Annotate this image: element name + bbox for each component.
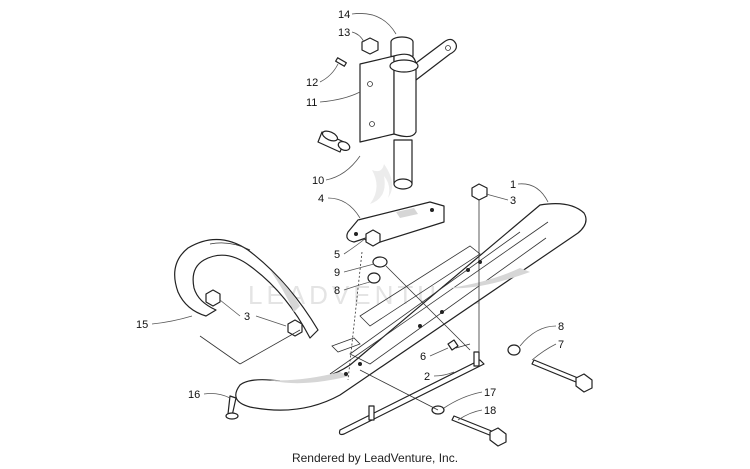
callout-label: 4 bbox=[318, 193, 324, 205]
footer-credit: Rendered by LeadVenture, Inc. bbox=[291, 451, 459, 465]
callout-label: 8 bbox=[334, 285, 340, 297]
callout-label: 15 bbox=[136, 319, 148, 331]
callout-label: 9 bbox=[334, 267, 340, 279]
callout-label: 6 bbox=[420, 351, 426, 363]
callout-label: 7 bbox=[558, 339, 564, 351]
wear-bar bbox=[338, 351, 485, 436]
callout-label: 13 bbox=[338, 27, 350, 39]
callout-label: 17 bbox=[484, 387, 496, 399]
callout-label: 3 bbox=[244, 311, 250, 323]
callout-label: 3 bbox=[510, 195, 516, 207]
callout-label: 1 bbox=[510, 179, 516, 191]
flame-logo-icon bbox=[370, 164, 393, 204]
callout-label: 18 bbox=[484, 405, 496, 417]
callout-label: 12 bbox=[306, 77, 318, 89]
callout-label: 2 bbox=[424, 371, 430, 383]
callout-label: 8 bbox=[558, 321, 564, 333]
callout-label: 14 bbox=[338, 9, 350, 21]
callout-labels: 14 13 12 11 10 4 1 3 5 9 8 15 3 bbox=[136, 9, 564, 421]
hardware bbox=[199, 37, 593, 447]
ski-handle bbox=[174, 238, 319, 339]
callout-label: 11 bbox=[306, 97, 317, 109]
spindle-assembly bbox=[317, 36, 457, 245]
callout-label: 10 bbox=[312, 175, 324, 187]
ski-body bbox=[235, 203, 587, 411]
callout-label: 16 bbox=[188, 389, 200, 401]
callout-label: 5 bbox=[334, 249, 340, 261]
